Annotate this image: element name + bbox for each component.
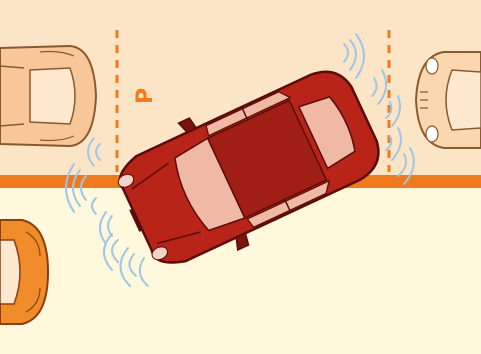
parked-car-right-icon — [416, 52, 481, 148]
parking-sign: P — [133, 88, 158, 104]
parked-car-bottom-left-icon — [0, 220, 48, 324]
parked-car-left-icon — [0, 46, 96, 146]
